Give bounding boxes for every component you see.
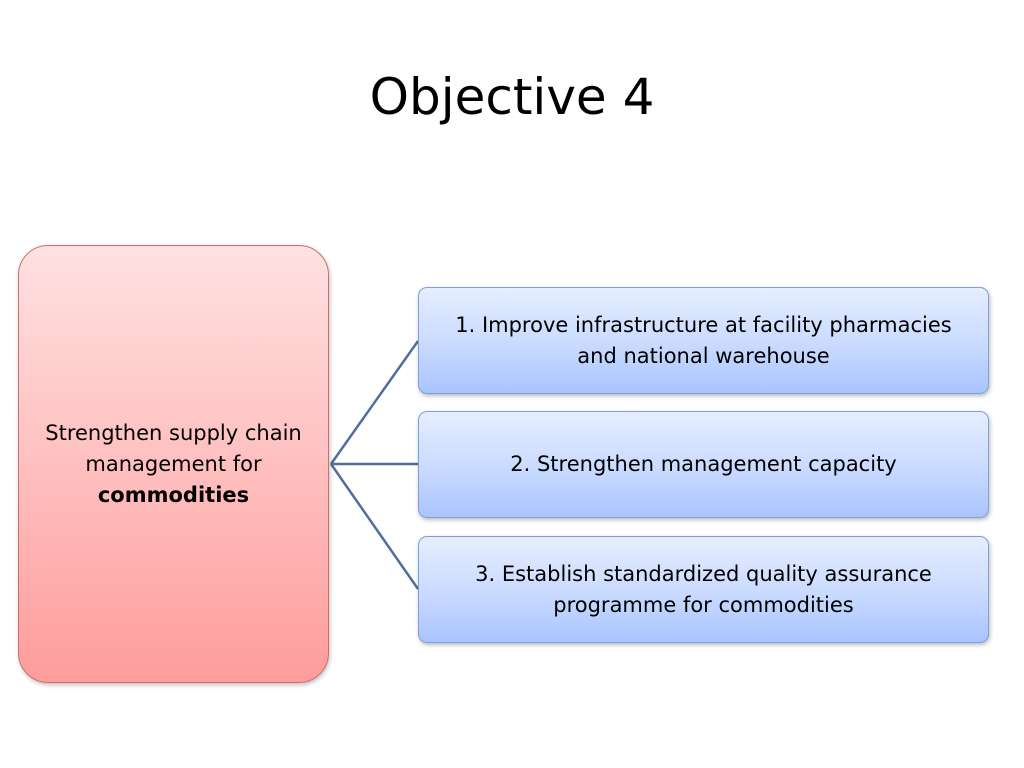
branch-node-2: 2. Strengthen management capacity [418,411,989,518]
branch-node-3-label: 3. Establish standardized quality assura… [475,561,932,617]
branch-node-2-label: 2. Strengthen management capacity [510,452,897,476]
connector-line-1 [329,340,420,465]
slide-title: Objective 4 [369,68,655,126]
root-node-text: Strengthen supply chain management for c… [31,418,316,511]
branch-node-1-label: 1. Improve infrastructure at facility ph… [455,312,952,368]
root-node-label: Strengthen supply chain management for [45,420,302,476]
root-node-bold-label: commodities [97,482,250,507]
connector-line-3 [329,463,420,590]
branch-node-1: 1. Improve infrastructure at facility ph… [418,287,989,394]
branch-node-3: 3. Establish standardized quality assura… [418,536,989,643]
root-node: Strengthen supply chain management for c… [18,245,329,683]
